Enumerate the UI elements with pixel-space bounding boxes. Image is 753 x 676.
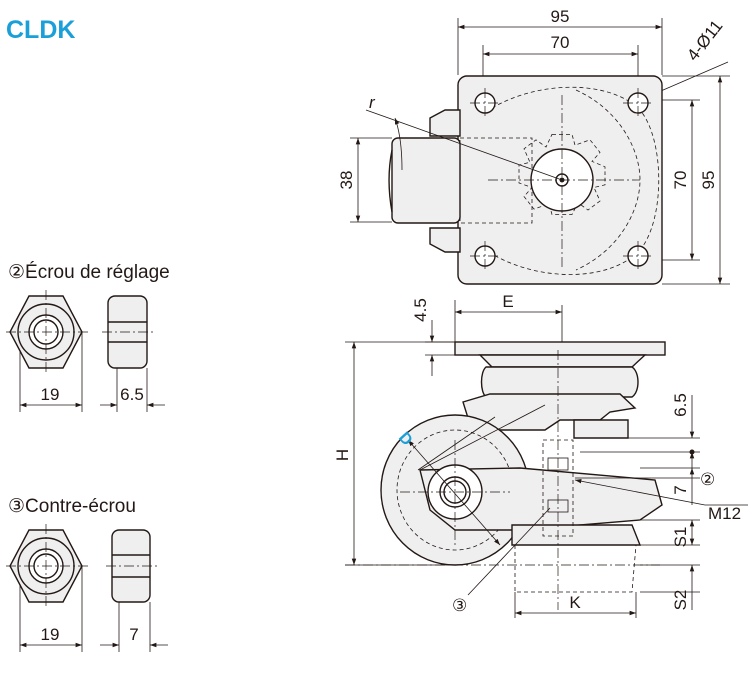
adjusting-nut-part: ②Écrou de réglage 19 6.5 xyxy=(6,262,170,412)
dim-plate: 4.5 xyxy=(411,298,430,322)
side-view: H 4.5 E D 6.5 7 ② M12 xyxy=(333,292,748,618)
bracket-lower xyxy=(429,227,461,253)
adjusting-nut-height: 6.5 xyxy=(120,385,144,404)
dim-radius: r xyxy=(369,93,376,112)
dim-width-outer: 95 xyxy=(551,7,570,26)
dim-line-D xyxy=(407,439,501,546)
dim-locknut: 7 xyxy=(671,485,690,494)
dim-holes: 4-Ø11 xyxy=(683,17,726,65)
lock-nut-height: 7 xyxy=(129,625,138,644)
dim-width-hole: 70 xyxy=(551,33,570,52)
dim-nut-height: 6.5 xyxy=(671,393,690,417)
callout-2: ② xyxy=(700,470,715,489)
side-base-plate xyxy=(454,341,666,356)
thread-size: M12 xyxy=(708,504,741,523)
part-label-adjusting-nut: ②Écrou de réglage xyxy=(8,262,170,283)
dim-height-outer: 95 xyxy=(699,171,718,190)
callout-3: ③ xyxy=(452,596,467,615)
wheel-top xyxy=(391,137,461,224)
lock-nut-part: ③Contre-écrou 19 7 xyxy=(6,496,168,652)
top-view: 95 70 4-Ø11 70 95 xyxy=(337,7,730,285)
dim-S1: S1 xyxy=(671,527,690,548)
product-title: CLDK xyxy=(6,16,75,44)
dim-wheel-width: 38 xyxy=(337,171,356,190)
dim-E: E xyxy=(502,292,513,311)
swivel-housing xyxy=(480,366,639,398)
part-label-lock-nut: ③Contre-écrou xyxy=(8,496,136,517)
dim-K: K xyxy=(569,593,581,612)
dim-height-hole: 70 xyxy=(671,171,690,190)
bracket-upper xyxy=(429,109,461,137)
lock-nut-width: 19 xyxy=(41,625,60,644)
adjusting-nut-width: 19 xyxy=(41,385,60,404)
dim-H: H xyxy=(333,449,352,461)
dim-S2: S2 xyxy=(671,590,690,611)
